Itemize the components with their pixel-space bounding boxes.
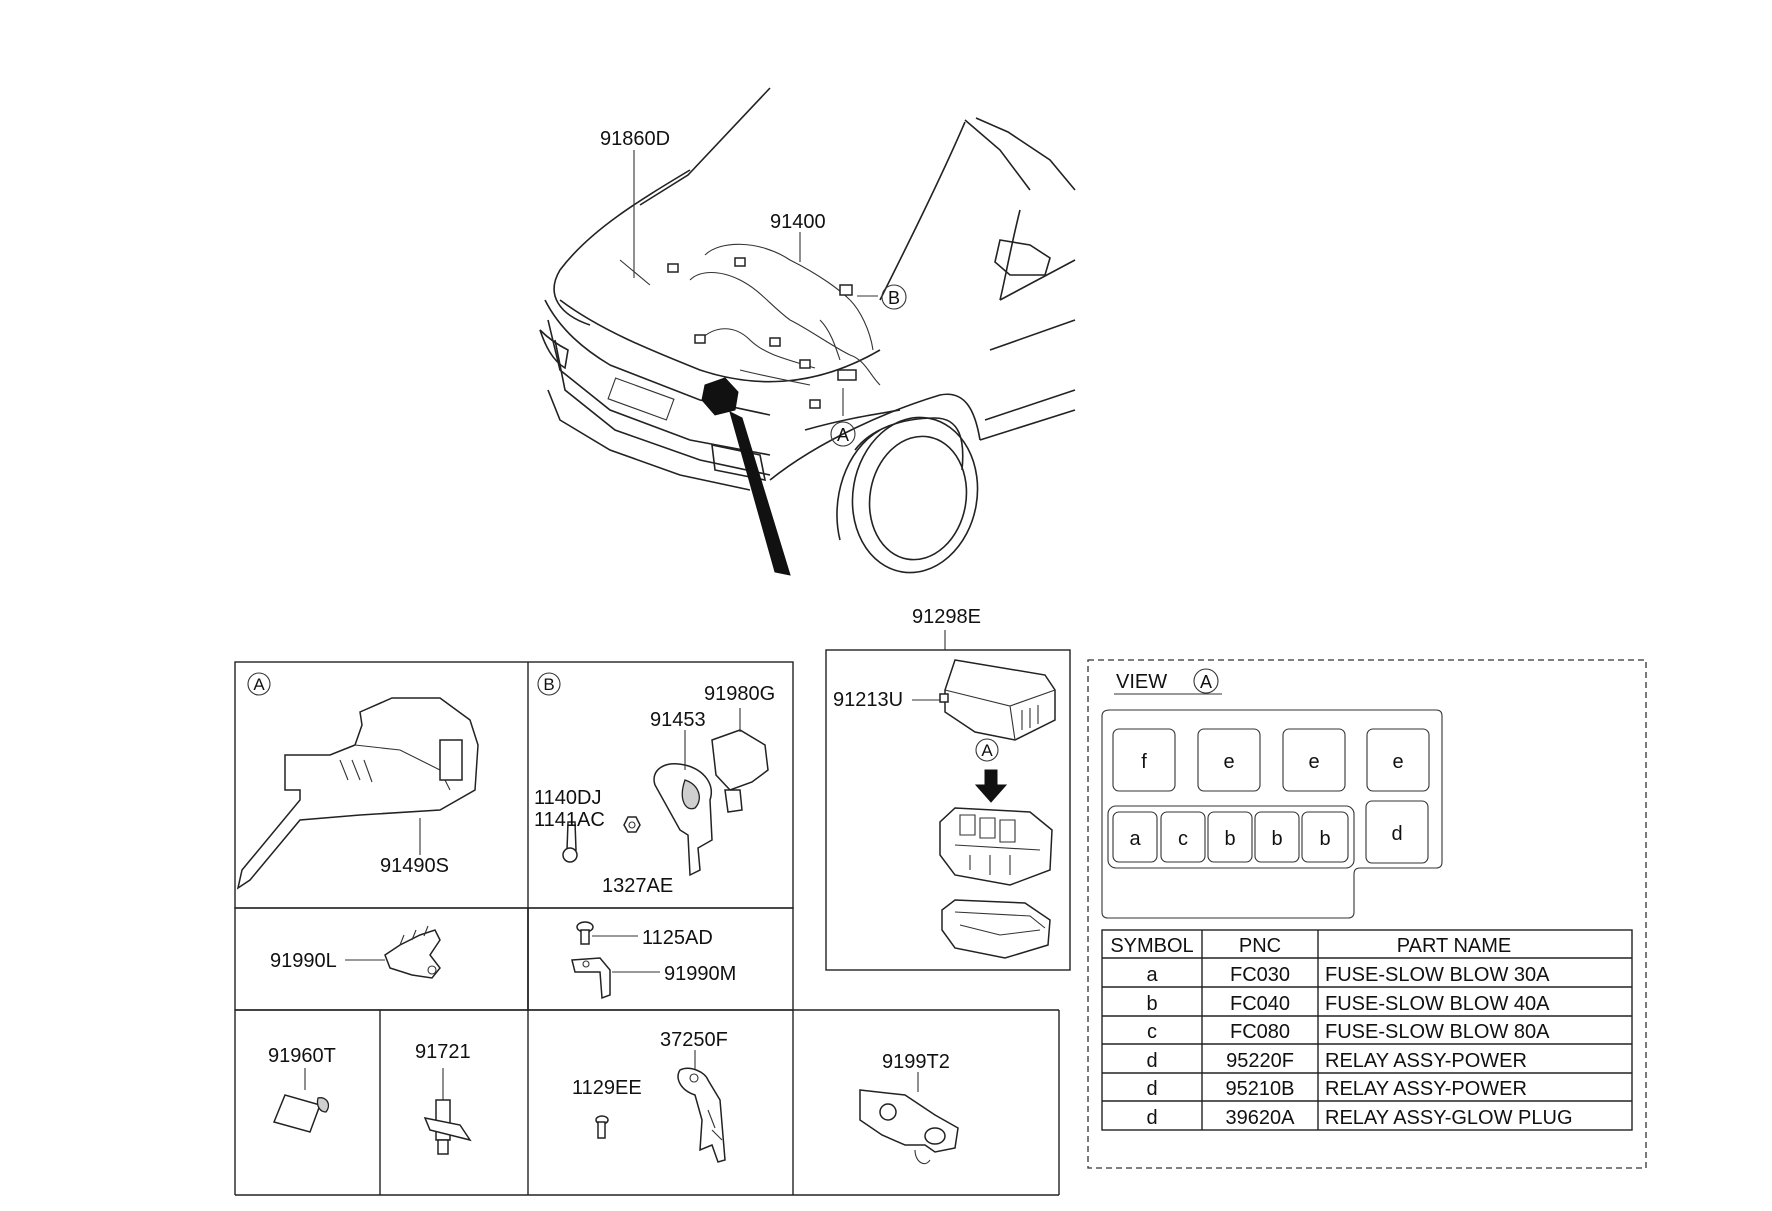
svg-text:95210B: 95210B: [1226, 1078, 1295, 1100]
table-row: b FC040 FUSE-SLOW BLOW 40A: [1146, 993, 1550, 1015]
box-a-marker: A: [253, 675, 265, 694]
svg-text:RELAY ASSY-GLOW PLUG: RELAY ASSY-GLOW PLUG: [1325, 1107, 1573, 1129]
box-b-marker: B: [543, 675, 554, 694]
svg-text:d: d: [1146, 1050, 1157, 1072]
fuse-box-assembly-frame: [825, 649, 1071, 971]
callout-1327AE: 1327AE: [602, 875, 673, 897]
callout-1125AD: 1125AD: [642, 927, 713, 949]
part-1125AD-91990M: [571, 921, 660, 1000]
table-row: d 95210B RELAY ASSY-POWER: [1146, 1078, 1527, 1100]
svg-text:RELAY ASSY-POWER: RELAY ASSY-POWER: [1325, 1078, 1527, 1100]
callout-91721: 91721: [415, 1041, 471, 1063]
fuse-slot-f: f: [1141, 751, 1147, 773]
fuse-bottom-group: a c b b b d: [1107, 800, 1429, 869]
svg-text:95220F: 95220F: [1226, 1050, 1294, 1072]
callout-9199T2: 9199T2: [882, 1051, 950, 1073]
ref-marker-a-box: A: [981, 741, 993, 760]
fuse-slot-b-1: b: [1224, 828, 1235, 850]
callout-37250F: 37250F: [660, 1029, 728, 1051]
fuse-slot-e-2: e: [1308, 751, 1319, 773]
ref-marker-a-top: A: [830, 421, 856, 447]
callout-91490S: 91490S: [380, 855, 449, 877]
svg-text:d: d: [1146, 1078, 1157, 1100]
table-header-symbol: SYMBOL: [1110, 935, 1193, 957]
callout-91860D: 91860D: [600, 128, 670, 150]
callout-1129EE: 1129EE: [572, 1077, 642, 1099]
view-a-marker: A: [1193, 668, 1219, 694]
svg-text:FUSE-SLOW BLOW 40A: FUSE-SLOW BLOW 40A: [1325, 993, 1550, 1015]
table-row: a FC030 FUSE-SLOW BLOW 30A: [1146, 964, 1550, 986]
svg-text:A: A: [1200, 672, 1212, 692]
fuse-slot-c: c: [1178, 828, 1188, 850]
svg-text:FC080: FC080: [1230, 1021, 1290, 1043]
fuse-slot-b-3: b: [1319, 828, 1330, 850]
table-row: d 39620A RELAY ASSY-GLOW PLUG: [1146, 1107, 1572, 1129]
callout-91400: 91400: [770, 211, 826, 233]
fuse-slot-e-1: e: [1223, 751, 1234, 773]
callout-1141AC: 1141AC: [534, 809, 605, 831]
view-a-panel: [1087, 659, 1647, 1169]
fuse-layout-outline: [1101, 709, 1443, 919]
ref-marker-b-top: B: [881, 284, 907, 310]
part-91960T: [272, 1068, 330, 1133]
svg-text:FUSE-SLOW BLOW 30A: FUSE-SLOW BLOW 30A: [1325, 964, 1550, 986]
detail-box-b: B: [537, 672, 769, 877]
svg-text:RELAY ASSY-POWER: RELAY ASSY-POWER: [1325, 1050, 1527, 1072]
table-header-pnc: PNC: [1239, 935, 1281, 957]
table-row: d 95220F RELAY ASSY-POWER: [1146, 1050, 1527, 1072]
part-37250F-1129EE: [595, 1050, 726, 1163]
callout-1140DJ: 1140DJ: [534, 787, 601, 809]
table-row: c FC080 FUSE-SLOW BLOW 80A: [1147, 1021, 1550, 1043]
svg-text:a: a: [1146, 964, 1158, 986]
part-91721: [423, 1068, 472, 1155]
svg-text:b: b: [1146, 993, 1157, 1015]
detail-grid: [234, 661, 1060, 1196]
table-header-part-name: PART NAME: [1397, 935, 1511, 957]
callout-91990L: 91990L: [270, 950, 337, 972]
svg-text:39620A: 39620A: [1226, 1107, 1296, 1129]
fuse-slot-d: d: [1391, 823, 1402, 845]
fuse-slot-a: a: [1129, 828, 1141, 850]
callout-91213U: 91213U: [833, 689, 903, 711]
part-9199T2: [859, 1072, 959, 1165]
callout-91298E: 91298E: [912, 606, 981, 628]
fuse-slot-e-3: e: [1392, 751, 1403, 773]
callout-91990M: 91990M: [664, 963, 736, 985]
callout-91960T: 91960T: [268, 1045, 336, 1067]
fuse-slot-b-2: b: [1271, 828, 1282, 850]
detail-box-a: A: [236, 672, 479, 890]
svg-text:FC040: FC040: [1230, 993, 1290, 1015]
fuse-box-assembly: A: [912, 659, 1056, 959]
svg-text:FC030: FC030: [1230, 964, 1290, 986]
svg-text:c: c: [1147, 1021, 1157, 1043]
parts-table: SYMBOL PNC PART NAME a FC030 FUSE-SLOW B…: [1101, 929, 1633, 1131]
svg-text:B: B: [888, 288, 900, 308]
svg-text:d: d: [1146, 1107, 1157, 1129]
svg-text:FUSE-SLOW BLOW 80A: FUSE-SLOW BLOW 80A: [1325, 1021, 1550, 1043]
view-title: VIEW: [1116, 671, 1167, 693]
callout-91980G: 91980G: [704, 683, 775, 705]
svg-text:A: A: [837, 425, 849, 445]
part-91990L: [345, 925, 441, 979]
fuse-top-row: f e e e: [1112, 728, 1430, 792]
vehicle-illustration: [539, 87, 1076, 576]
callout-91453: 91453: [650, 709, 706, 731]
